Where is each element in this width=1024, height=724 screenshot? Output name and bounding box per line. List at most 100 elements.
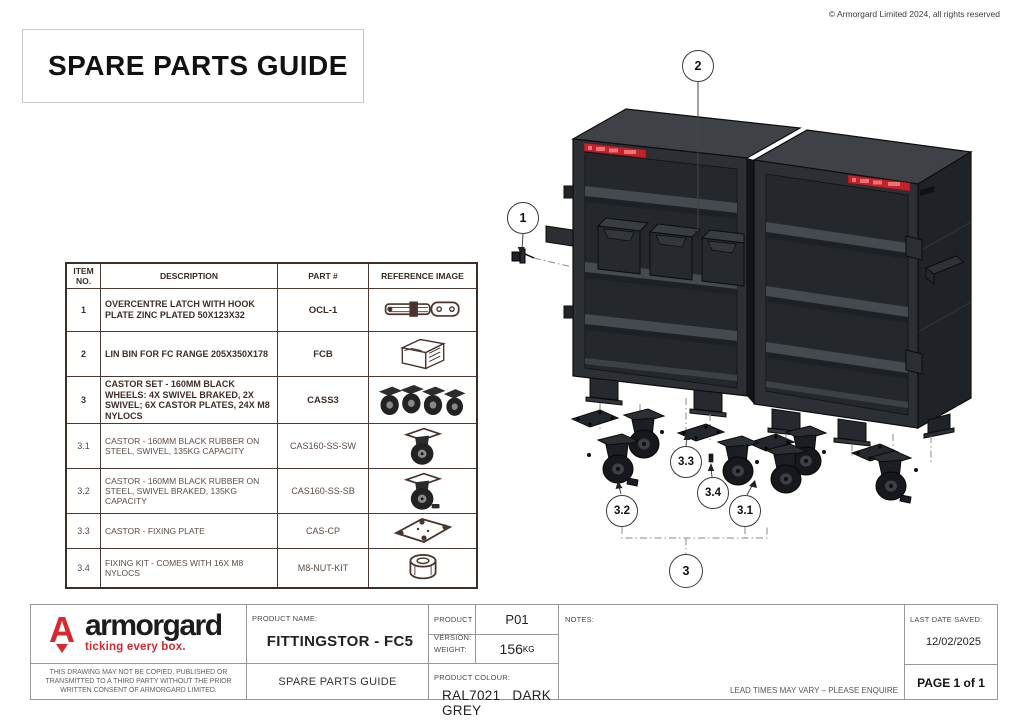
page-indicator: PAGE 1 of 1 xyxy=(917,676,985,690)
description: CASTOR SET - 160MM BLACK WHEELS: 4X SWIV… xyxy=(100,375,278,425)
page-title: SPARE PARTS GUIDE xyxy=(48,50,348,81)
part-number: CAS160-SS-SB xyxy=(277,468,369,515)
logo-wordmark: armorgard xyxy=(85,609,223,642)
item-no: 3.4 xyxy=(65,548,101,589)
product-version-label: PRODUCT VERSION: xyxy=(434,615,473,642)
reference-cell xyxy=(368,375,478,425)
product-colour-label: PRODUCT COLOUR: xyxy=(434,673,511,682)
callout-leaders xyxy=(521,82,754,496)
callout-3-1: 3.1 xyxy=(729,495,761,527)
group-bracket xyxy=(621,527,768,554)
version-row: PRODUCT VERSION: P01 xyxy=(429,605,558,642)
part-number: FCB xyxy=(277,331,369,377)
footer-notes-column: NOTES: LEAD TIMES MAY VARY – PLEASE ENQU… xyxy=(558,605,904,699)
colour-code: RAL7021 xyxy=(442,688,501,703)
callout-label: 3.4 xyxy=(705,487,721,499)
table-row: 3.2 CASTOR - 160MM BLACK RUBBER ON STEEL… xyxy=(65,468,478,515)
table-row: 2 LIN BIN FOR FC RANGE 205X350X178 FCB xyxy=(65,331,478,377)
latch-icon xyxy=(384,301,460,317)
lin-bin-icon xyxy=(399,338,446,370)
callout-3-4: 3.4 xyxy=(697,477,729,509)
callout-2: 2 xyxy=(682,50,714,82)
product-name-label: PRODUCT NAME: xyxy=(252,614,318,623)
part-number: OCL-1 xyxy=(277,288,369,332)
table-row: 3.4 FIXING KIT - COMES WITH 16X M8 NYLOC… xyxy=(65,548,478,589)
callout-1: 1 xyxy=(507,202,539,234)
copyright-text: © Armorgard Limited 2024, all rights res… xyxy=(828,9,1000,19)
last-date-value: 12/02/2025 xyxy=(925,636,982,648)
nyloc-nut-icon xyxy=(409,554,436,580)
version-label-cell: PRODUCT VERSION: xyxy=(429,605,475,642)
armorgard-logo-icon: A xyxy=(49,611,75,653)
product-version-value: P01 xyxy=(505,612,529,627)
part-number: CAS-CP xyxy=(277,513,369,550)
cabinet-left xyxy=(545,108,802,397)
table-header-row: ITEM NO. DESCRIPTION PART # REFERENCE IM… xyxy=(65,262,478,289)
doc-type-text: SPARE PARTS GUIDE xyxy=(278,676,397,688)
weight-unit: KG xyxy=(522,644,535,654)
side-handle xyxy=(924,255,966,285)
logo-letter: A xyxy=(49,611,75,650)
callout-arrowheads xyxy=(517,231,757,489)
page-indicator-cell: PAGE 1 of 1 xyxy=(905,664,997,699)
title-box: SPARE PARTS GUIDE xyxy=(22,29,364,103)
description: CASTOR - 160MM BLACK RUBBER ON STEEL, SW… xyxy=(100,468,278,515)
latch-part xyxy=(511,248,535,264)
disclaimer-text: THIS DRAWING MAY NOT BE COPIED, PUBLISHE… xyxy=(45,669,232,694)
lead-times-text: LEAD TIMES MAY VARY – PLEASE ENQUIRE xyxy=(729,686,898,695)
notes-cell: NOTES: LEAD TIMES MAY VARY – PLEASE ENQU… xyxy=(559,605,904,699)
fixing-plate-icon xyxy=(393,518,452,544)
item-no: 3.2 xyxy=(65,468,101,515)
cabinet-right xyxy=(752,129,973,430)
description: LIN BIN FOR FC RANGE 205X350X178 xyxy=(100,331,278,377)
table-row: 3.1 CASTOR - 160MM BLACK RUBBER ON STEEL… xyxy=(65,423,478,470)
parts-table: ITEM NO. DESCRIPTION PART # REFERENCE IM… xyxy=(65,262,478,589)
item-no: 2 xyxy=(65,331,101,377)
castor-swivel-icon xyxy=(403,428,442,466)
product-name-cell: PRODUCT NAME: FITTINGSTOR - FC5 xyxy=(247,605,428,663)
logo-tagline: ticking every box. xyxy=(85,641,186,653)
description: CASTOR - 160MM BLACK RUBBER ON STEEL, SW… xyxy=(100,423,278,470)
footer-logo-column: A armorgard ticking every box. THIS DRAW… xyxy=(31,605,246,699)
armorgard-logo: A armorgard ticking every box. xyxy=(43,609,223,657)
last-date-label: LAST DATE SAVED: xyxy=(910,615,983,624)
table-row: 3 CASTOR SET - 160MM BLACK WHEELS: 4X SW… xyxy=(65,375,478,425)
castor-set-icon xyxy=(378,385,465,417)
castors xyxy=(587,408,918,504)
logo-cell: A armorgard ticking every box. xyxy=(31,605,246,663)
item-no: 3 xyxy=(65,375,101,425)
title-block-footer: A armorgard ticking every box. THIS DRAW… xyxy=(30,604,998,718)
reference-cell xyxy=(368,423,478,470)
doc-type-cell: SPARE PARTS GUIDE xyxy=(247,663,428,699)
callout-label: 3.3 xyxy=(678,456,694,468)
callout-label: 1 xyxy=(519,211,527,225)
assembly-lines xyxy=(533,257,932,462)
reference-cell xyxy=(368,288,478,332)
disclaimer-cell: THIS DRAWING MAY NOT BE COPIED, PUBLISHE… xyxy=(31,663,246,699)
part-number: M8-NUT-KIT xyxy=(277,548,369,589)
version-value-cell: P01 xyxy=(475,605,558,634)
description: FIXING KIT - COMES WITH 16X M8 NYLOCS xyxy=(100,548,278,589)
callout-3-2: 3.2 xyxy=(606,495,638,527)
castor-braked-icon xyxy=(403,473,442,511)
last-date-cell: LAST DATE SAVED: 12/02/2025 xyxy=(905,605,997,664)
header-part: PART # xyxy=(277,262,369,289)
weight-label: WEIGHT: xyxy=(434,644,467,654)
header-item-no: ITEM NO. xyxy=(65,262,101,289)
callout-3-3: 3.3 xyxy=(670,446,702,478)
part-number: CASS3 xyxy=(277,375,369,425)
callout-label: 3.1 xyxy=(737,505,753,517)
reference-cell xyxy=(368,548,478,589)
notes-label: NOTES: xyxy=(565,615,595,624)
warning-label-right xyxy=(847,174,911,192)
fixing-bolt xyxy=(708,453,714,463)
callout-3: 3 xyxy=(669,554,703,588)
warning-label-left xyxy=(583,142,647,159)
